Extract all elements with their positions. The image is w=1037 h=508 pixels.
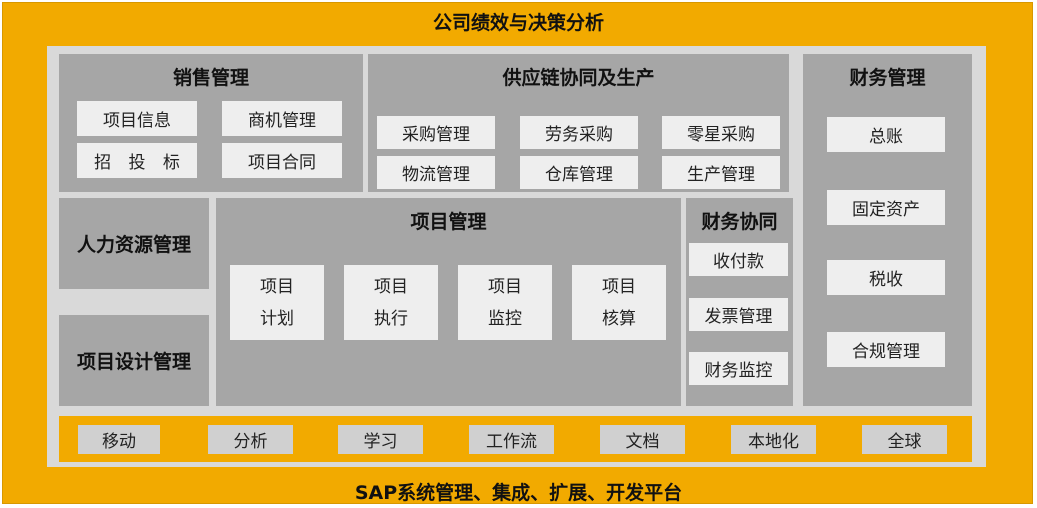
project-item-accounting[interactable]: 项目 核算: [572, 265, 666, 340]
supply-item-procurement[interactable]: 采购管理: [377, 116, 495, 149]
base-item-analytics[interactable]: 分析: [208, 425, 293, 454]
project-item-execute-line1: 项目: [374, 276, 408, 297]
base-item-global[interactable]: 全球: [862, 425, 947, 454]
project-item-monitor-line2: 监控: [488, 308, 522, 329]
base-item-localization[interactable]: 本地化: [731, 425, 816, 454]
project-item-accounting-line2: 核算: [602, 308, 636, 329]
supply-item-labor-procurement[interactable]: 劳务采购: [520, 116, 638, 149]
project-item-monitor[interactable]: 项目 监控: [458, 265, 552, 340]
base-item-documents[interactable]: 文档: [600, 425, 685, 454]
project-item-plan-line1: 项目: [260, 276, 294, 297]
project-item-monitor-line1: 项目: [488, 276, 522, 297]
sales-item-bidding[interactable]: 招 投 标: [77, 143, 197, 178]
project-item-plan[interactable]: 项目 计划: [230, 265, 324, 340]
project-item-execute-line2: 执行: [374, 308, 408, 329]
finance-item-ledger[interactable]: 总账: [827, 117, 945, 152]
supply-item-logistics[interactable]: 物流管理: [377, 156, 495, 189]
project-title: 项目管理: [410, 211, 487, 233]
fincollab-item-payments[interactable]: 收付款: [689, 243, 788, 276]
top-title: 公司绩效与决策分析: [432, 12, 604, 34]
platform-title: SAP系统管理、集成、扩展、开发平台: [354, 482, 683, 504]
sales-item-project-info[interactable]: 项目信息: [77, 101, 197, 136]
finance-item-compliance[interactable]: 合规管理: [827, 332, 945, 367]
base-item-mobile[interactable]: 移动: [78, 425, 160, 454]
project-item-plan-line2: 计划: [260, 308, 294, 329]
project-design-panel[interactable]: 项目设计管理: [59, 315, 209, 406]
sales-title: 销售管理: [172, 67, 249, 89]
project-item-execute[interactable]: 项目 执行: [344, 265, 438, 340]
fincollab-item-finance-monitor[interactable]: 财务监控: [689, 352, 788, 385]
supply-item-warehouse[interactable]: 仓库管理: [520, 156, 638, 189]
finance-item-fixed-assets[interactable]: 固定资产: [827, 190, 945, 225]
fincollab-title: 财务协同: [701, 211, 778, 233]
supply-item-production[interactable]: 生产管理: [662, 156, 780, 189]
finance-item-tax[interactable]: 税收: [827, 260, 945, 295]
finance-title: 财务管理: [849, 67, 926, 89]
sales-item-contract[interactable]: 项目合同: [222, 143, 342, 178]
fincollab-item-invoices[interactable]: 发票管理: [689, 298, 788, 331]
sales-item-opportunity[interactable]: 商机管理: [222, 101, 342, 136]
supply-title: 供应链协同及生产: [502, 67, 655, 89]
base-item-workflow[interactable]: 工作流: [469, 425, 554, 454]
hr-panel[interactable]: 人力资源管理: [59, 198, 209, 289]
base-item-learning[interactable]: 学习: [338, 425, 423, 454]
supply-item-sporadic-procurement[interactable]: 零星采购: [662, 116, 780, 149]
project-item-accounting-line1: 项目: [602, 276, 636, 297]
